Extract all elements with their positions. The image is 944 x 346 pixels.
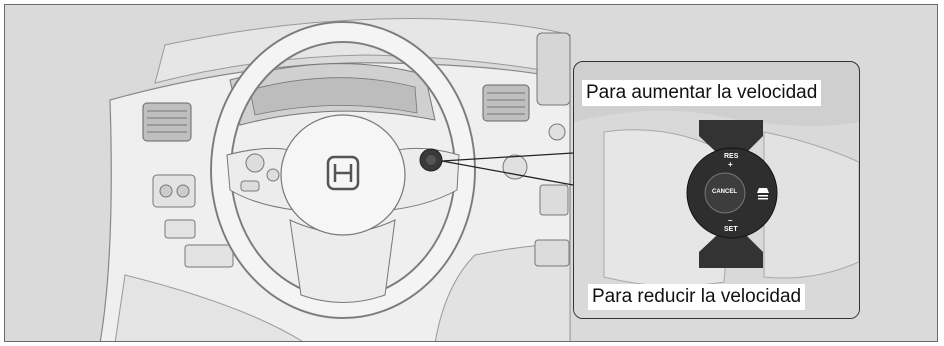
up-arrow-icon [699,120,763,167]
illustration-frame: RES + CANCEL – SET Para aumentar la velo… [4,4,938,342]
increase-speed-caption: Para aumentar la velocidad [582,80,822,106]
plus-label: + [728,160,733,169]
set-label: SET [724,226,738,233]
honda-logo-icon [326,155,360,191]
switch-callout: RES + CANCEL – SET Para aumentar la velo… [573,61,860,319]
dashboard-illustration [99,18,574,341]
decrease-speed-caption: Para reducir la velocidad [588,284,806,310]
down-arrow-icon [699,221,763,268]
cancel-label: CANCEL [712,189,737,195]
distance-interval-icon [757,188,769,200]
cruise-control-switch-icon [419,148,443,172]
minus-label: – [728,216,733,225]
res-label: RES [724,153,739,160]
